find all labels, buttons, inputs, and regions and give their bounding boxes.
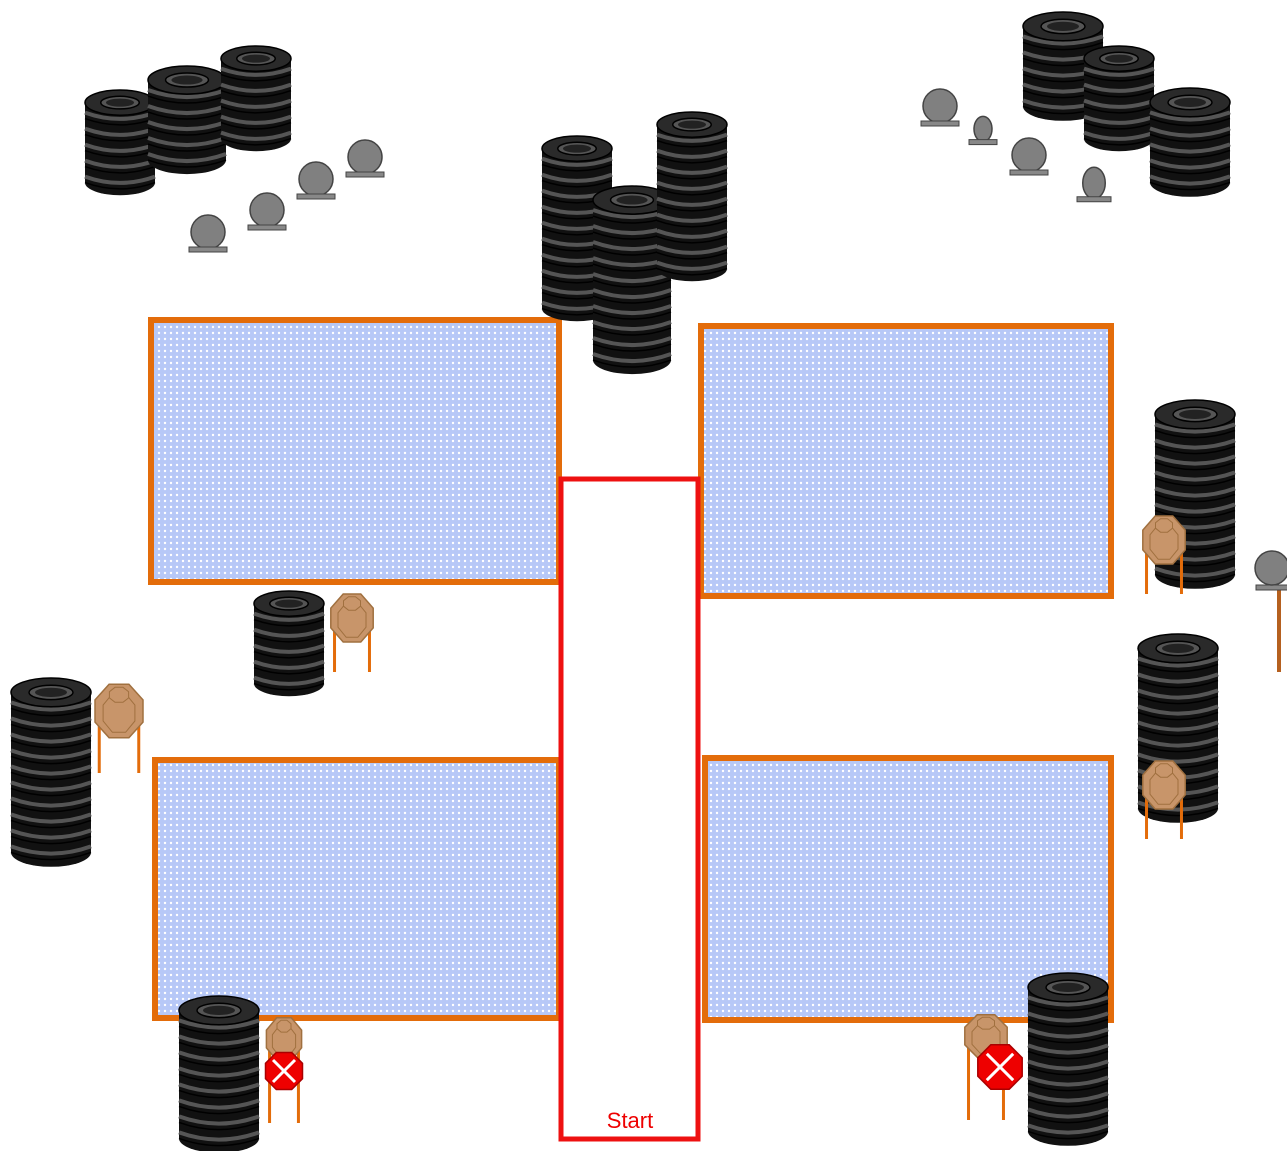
steel-target-icon: [1010, 138, 1048, 175]
steel-target-icon: [189, 215, 227, 252]
steel-target-icon: [921, 89, 959, 126]
start-label: Start: [607, 1108, 653, 1133]
tire-stack-icon: [148, 66, 226, 174]
tire-stack-icon: [11, 678, 91, 867]
tire-stack-icon: [1028, 973, 1108, 1146]
tire-stack-icon: [1150, 88, 1230, 197]
steel-target-icon: [969, 116, 997, 144]
tire-stack-icon: [1084, 46, 1154, 151]
steel-target-icon: [1255, 551, 1287, 672]
start-box: [561, 479, 698, 1139]
paper-target-icon: [1143, 761, 1185, 839]
tire-stack-icon: [85, 90, 155, 195]
tire-stack-icon: [254, 591, 324, 696]
wall-top-right: [701, 326, 1111, 596]
steel-target-icon: [248, 193, 286, 230]
wall-bottom-left: [155, 760, 559, 1018]
paper-target-icon: [95, 684, 143, 773]
steel-target-icon: [1077, 167, 1111, 202]
steel-target-icon: [297, 162, 335, 199]
steel-target-icon: [346, 140, 384, 177]
undefined: [978, 1045, 1022, 1089]
tire-stack-icon: [179, 996, 259, 1151]
wall-top-left: [151, 320, 559, 582]
tire-stack-icon: [657, 112, 727, 281]
undefined: [266, 1053, 303, 1090]
tire-stack-icon: [221, 46, 291, 151]
paper-target-icon: [331, 594, 373, 672]
